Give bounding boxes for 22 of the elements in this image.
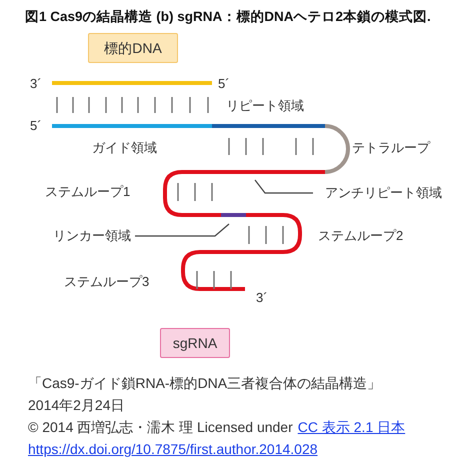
region-label: ステムループ3 xyxy=(64,274,150,289)
region-label: テトラループ xyxy=(352,140,430,155)
region-label: ガイド領域 xyxy=(92,140,157,155)
region-label: ステムループ1 xyxy=(45,184,130,199)
label-box: 標的DNA xyxy=(88,33,178,63)
label-box: sgRNA xyxy=(160,328,230,358)
region-label: ステムループ2 xyxy=(318,228,404,243)
region-label: リンカー領域 xyxy=(53,228,131,243)
figure-title: 図1 Cas9の結晶構造 (b) sgRNA：標的DNAヘテロ2本鎖の模式図. xyxy=(25,9,431,24)
leader-line xyxy=(135,224,230,237)
region-label: リピート領域 xyxy=(226,98,304,113)
end-label: 3´ xyxy=(30,76,42,91)
link: CC 表示 2.1 日本 xyxy=(298,420,406,435)
leader-line xyxy=(254,180,313,194)
end-label: 5´ xyxy=(218,76,230,91)
credit-text: 「Cas9-ガイド鎖RNA-標的DNA三者複合体の結晶構造」 xyxy=(28,376,382,391)
credit-text: © 2014 西増弘志・濡木 理 Licensed under xyxy=(28,420,293,435)
credit-text: 2014年2月24日 xyxy=(28,398,125,413)
end-label: 5´ xyxy=(30,118,42,133)
region-label: アンチリピート領域 xyxy=(325,185,442,200)
end-label: 3´ xyxy=(256,290,268,305)
link: https://dx.doi.org/10.7875/first.author.2014.028 xyxy=(28,442,318,457)
